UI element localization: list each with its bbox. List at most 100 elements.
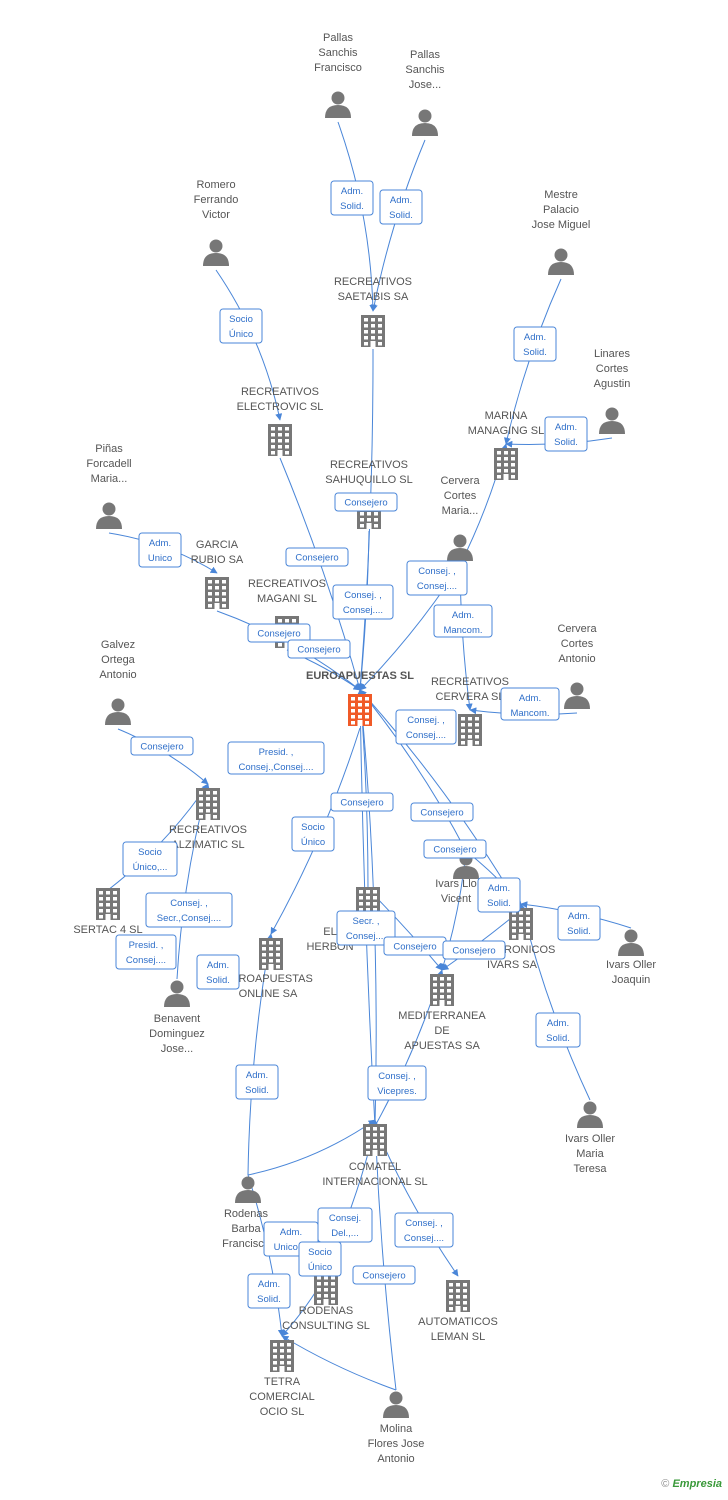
role-tag[interactable]: Adm.Solid.: [379, 189, 423, 225]
node-label: IVARS SA: [487, 959, 538, 971]
role-tag[interactable]: Adm. Solid.: [544, 416, 588, 452]
role-tag[interactable]: Consejero: [442, 940, 506, 960]
role-tag[interactable]: Consej. ,Consej....: [332, 584, 394, 620]
role-tag[interactable]: Consejero: [287, 639, 351, 659]
role-tag[interactable]: Secr. ,Consej....: [336, 910, 396, 946]
building-icon: [196, 788, 220, 820]
role-tag[interactable]: Adm.Unico: [138, 532, 182, 568]
role-tag[interactable]: Consej. ,Secr.,Consej....: [145, 892, 233, 928]
node-label: SERTAC 4 SL: [73, 924, 142, 936]
role-tag[interactable]: Consejero: [334, 492, 398, 512]
role-tag-text: Solid.: [257, 1294, 281, 1305]
role-tag[interactable]: Adm.Mancom.: [433, 604, 493, 638]
role-tag[interactable]: Adm.Solid.: [477, 877, 521, 913]
node-label: RECREATIVOS: [169, 824, 247, 836]
node-label: MEDITERRANEA: [398, 1010, 486, 1022]
role-tag-text: Consejero: [362, 1271, 405, 1282]
role-tag[interactable]: Consejero: [410, 802, 474, 822]
role-tag[interactable]: Consej. ,Consej....: [406, 560, 468, 596]
role-tag[interactable]: Consejero: [330, 792, 394, 812]
role-tag-text: Mancom.: [443, 625, 482, 636]
person-icon: [235, 1176, 261, 1203]
node-label: Maria: [576, 1148, 604, 1160]
role-tag[interactable]: Consej.Del.,...: [317, 1207, 373, 1243]
role-tag[interactable]: Consejero: [285, 547, 349, 567]
role-tag-text: Solid.: [554, 437, 578, 448]
person-node-benavent[interactable]: BenaventDominguezJose...: [149, 980, 205, 1056]
role-tag[interactable]: Adm.Solid.: [535, 1012, 581, 1048]
copyright-symbol: ©: [661, 1478, 670, 1490]
role-tag[interactable]: Adm.Solid.: [513, 326, 557, 362]
role-tag[interactable]: Adm.Solid.: [557, 905, 601, 941]
role-tag-text: Socio: [308, 1247, 332, 1258]
role-tag-text: Consejero: [340, 798, 383, 809]
role-tag[interactable]: Consejero: [383, 936, 447, 956]
building-icon: [458, 714, 482, 746]
role-tag[interactable]: Adm.Mancom.: [500, 687, 560, 721]
node-label: MANAGING SL: [468, 425, 544, 437]
role-tag-text: Consej. ,: [344, 590, 382, 601]
person-node-pallas_j[interactable]: PallasSanchisJose...: [405, 49, 445, 136]
brand-name[interactable]: Empresia: [672, 1478, 722, 1490]
role-tag[interactable]: Consej. ,Consej....: [394, 1212, 454, 1248]
role-tag[interactable]: Adm.Solid.: [330, 180, 374, 216]
role-tag-text: Consejero: [257, 629, 300, 640]
node-label: AUTOMATICOS: [418, 1316, 498, 1328]
role-tag[interactable]: Consejero: [130, 736, 194, 756]
person-node-cervera_m[interactable]: CerveraCortesMaria...: [440, 475, 480, 561]
role-tag-text: Adm.: [555, 422, 577, 433]
role-tag[interactable]: Consej. ,Consej....: [395, 709, 457, 745]
company-node-sertac[interactable]: SERTAC 4 SL: [73, 888, 143, 936]
node-label: Jose...: [161, 1043, 193, 1055]
node-label: Cervera: [440, 475, 480, 487]
role-tag[interactable]: Presid. ,Consej....: [115, 934, 177, 970]
company-node-euro[interactable]: EUROAPUESTAS SL: [306, 670, 414, 726]
building-icon: [363, 1124, 387, 1156]
node-label: Ivars Oller: [606, 959, 656, 971]
role-tag[interactable]: Consejero: [423, 839, 487, 859]
role-tag[interactable]: Adm.Solid.: [235, 1064, 279, 1100]
node-label: Vicent: [441, 893, 471, 905]
role-tag[interactable]: Consejero: [247, 623, 311, 643]
edge-electrovic-euro: [279, 457, 362, 691]
node-label: Cortes: [596, 363, 629, 375]
role-tag[interactable]: Adm.Solid.: [196, 954, 240, 990]
node-label: Antonio: [99, 669, 136, 681]
role-tag[interactable]: Presid. ,Consej.,Consej....: [227, 741, 325, 775]
role-tag[interactable]: Adm.Solid.: [247, 1273, 291, 1309]
person-node-pinas[interactable]: PiñasForcadellMaria...: [86, 443, 132, 529]
role-tag[interactable]: Consejero: [352, 1265, 416, 1285]
node-label: EUROAPUESTAS: [223, 973, 313, 985]
role-tag[interactable]: Consej. ,Vicepres.: [367, 1065, 427, 1101]
edge-molina-tetra: [281, 1335, 397, 1391]
role-tag[interactable]: SocioÚnico,...: [122, 841, 178, 877]
